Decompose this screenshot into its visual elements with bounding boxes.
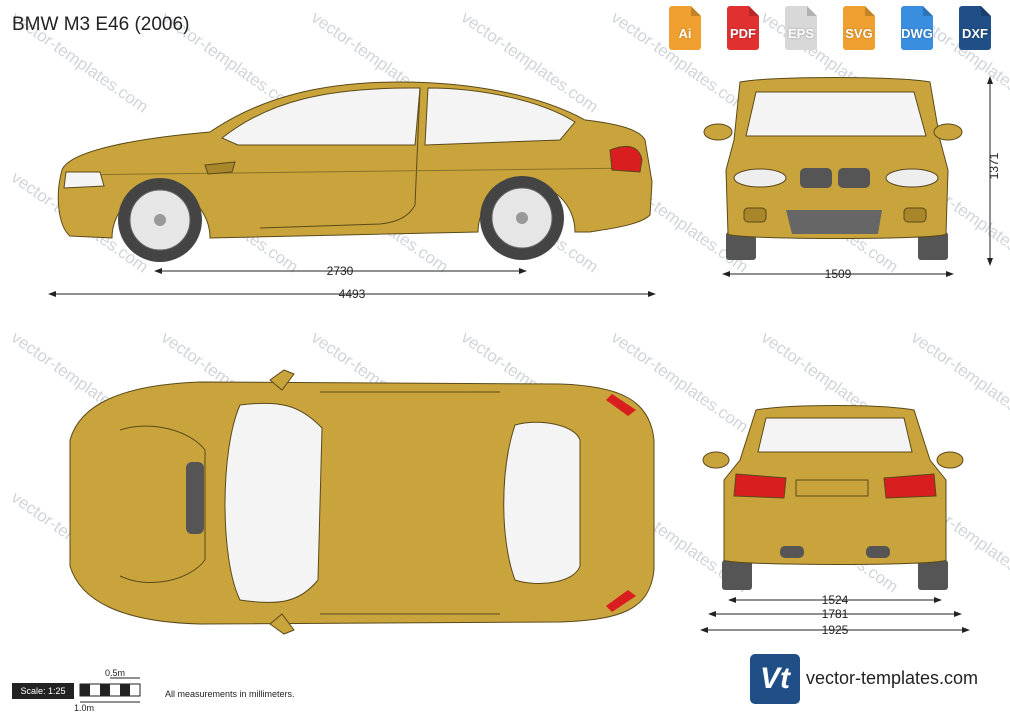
format-dxf-button[interactable]: DXF (952, 6, 998, 50)
dim-wheelbase: 2730 (327, 264, 354, 278)
format-dxf-label: DXF (962, 26, 988, 41)
measurement-note: All measurements in millimeters. (165, 689, 295, 699)
dim-length: 4493 (339, 287, 366, 301)
format-eps-button[interactable]: EPS (778, 6, 824, 50)
format-dwg-label: DWG (901, 26, 933, 41)
dim-front-track: 1509 (825, 267, 852, 281)
scale-ruler (79, 677, 141, 703)
brand-url-link[interactable]: vector-templates.com (806, 668, 979, 688)
format-svg-button[interactable]: SVG (836, 6, 882, 50)
side-view (57, 81, 653, 262)
dim-mirror-width: 1925 (822, 623, 849, 637)
format-pdf-button[interactable]: PDF (720, 6, 766, 50)
front-view (703, 77, 963, 260)
scale-one-meter: 1.0m (74, 703, 94, 713)
dim-body-width: 1781 (822, 607, 849, 621)
format-eps-label: EPS (787, 26, 814, 41)
format-ai-label: Ai (678, 26, 692, 41)
rear-view (702, 405, 964, 590)
format-svg-label: SVG (845, 26, 873, 41)
dim-height: 1371 (987, 152, 1001, 179)
dim-rear-track: 1524 (822, 593, 849, 607)
format-dwg-button[interactable]: DWG (894, 6, 940, 50)
top-view (69, 369, 655, 635)
brand-logo-icon[interactable]: Vt (750, 654, 800, 704)
format-ai-button[interactable]: Ai (662, 6, 708, 50)
format-pdf-label: PDF (730, 26, 756, 41)
scale-half-meter: 0.5m (105, 668, 125, 678)
page-title: BMW M3 E46 (2006) (12, 14, 190, 35)
scale-badge: Scale: 1:25 (12, 683, 74, 699)
